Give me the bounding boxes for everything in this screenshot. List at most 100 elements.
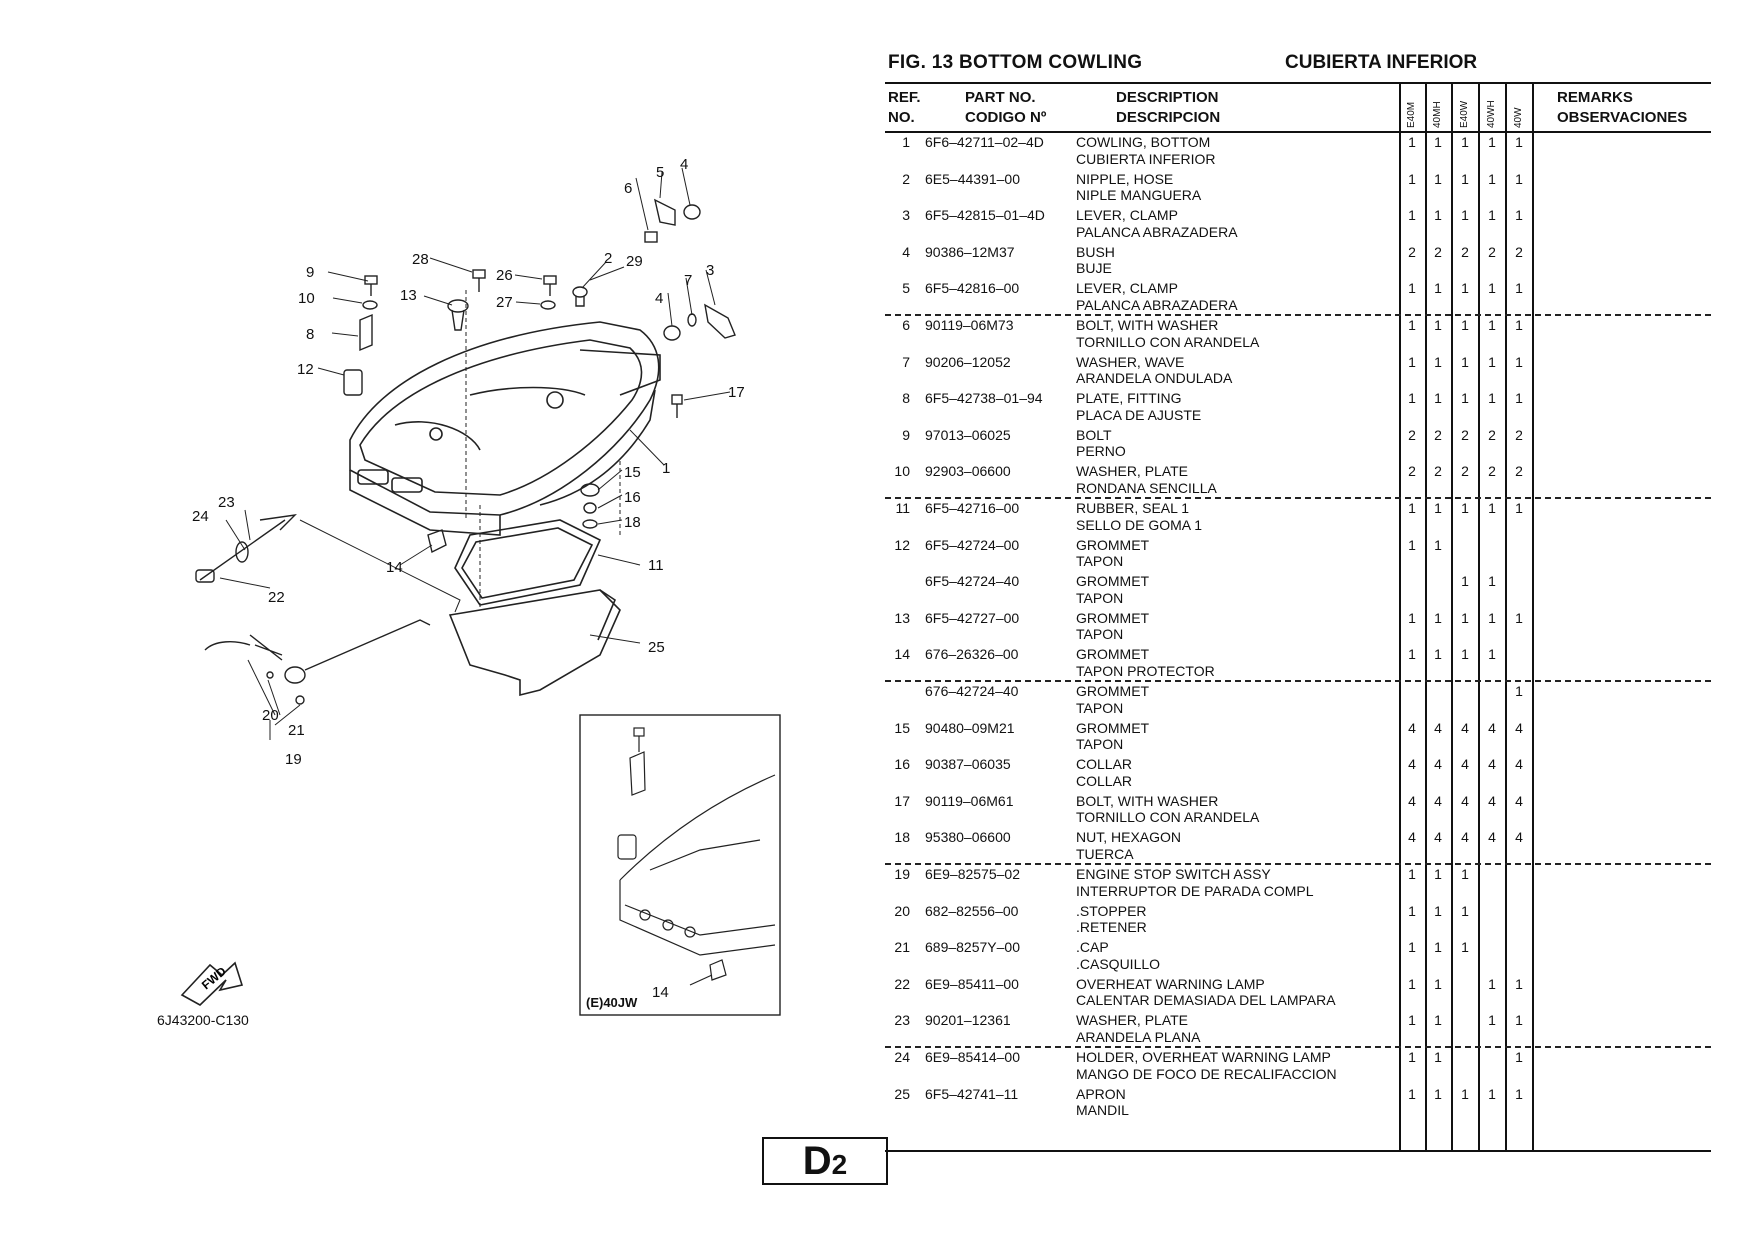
qty-e40w: 1 bbox=[1461, 866, 1469, 882]
part-no: 6F5–42815–01–4D bbox=[925, 207, 1045, 224]
qty-e40w: 1 bbox=[1461, 207, 1469, 224]
qty-40w: 2 bbox=[1515, 243, 1523, 260]
description-en: .CAP bbox=[1076, 939, 1109, 956]
part-no: 90386–12M37 bbox=[925, 243, 1015, 260]
description-es: NIPLE MANGUERA bbox=[1076, 187, 1202, 204]
qty-e40m: 1 bbox=[1408, 134, 1416, 150]
part-no: 95380–06600 bbox=[925, 829, 1011, 846]
qty-e40w: 1 bbox=[1461, 902, 1469, 919]
small-parts bbox=[195, 198, 736, 705]
qty-40wh: 1 bbox=[1488, 609, 1496, 626]
col-sep bbox=[1451, 82, 1453, 1150]
qty-40mh: 1 bbox=[1434, 902, 1442, 919]
qty-e40m: 4 bbox=[1408, 829, 1416, 846]
description-en: WASHER, PLATE bbox=[1076, 463, 1189, 480]
qty-e40m: 1 bbox=[1408, 170, 1416, 187]
description-es: TAPON PROTECTOR bbox=[1076, 662, 1215, 679]
callout-8: 8 bbox=[306, 326, 314, 343]
qty-40wh: 2 bbox=[1488, 243, 1496, 260]
description-es: SELLO DE GOMA 1 bbox=[1076, 516, 1203, 533]
qty-e40w: 4 bbox=[1461, 792, 1469, 809]
description-en: GROMMET bbox=[1076, 646, 1150, 663]
header-ref-line2: NO. bbox=[888, 109, 915, 126]
qty-40wh: 1 bbox=[1488, 1085, 1496, 1102]
page-mark: D2 bbox=[762, 1137, 888, 1185]
description-en: LEVER, CLAMP bbox=[1076, 280, 1178, 297]
part-no: 92903–06600 bbox=[925, 463, 1011, 480]
qty-40w: 1 bbox=[1515, 683, 1523, 699]
qty-e40m: 1 bbox=[1408, 939, 1416, 956]
qty-e40m: 1 bbox=[1408, 536, 1416, 553]
description-es: TORNILLO CON ARANDELA bbox=[1076, 809, 1260, 826]
qty-e40w: 1 bbox=[1461, 500, 1469, 516]
ref-no: 7 bbox=[902, 353, 910, 370]
qty-40mh: 4 bbox=[1434, 792, 1442, 809]
description-es: PALANCA ABRAZADERA bbox=[1076, 223, 1238, 240]
description-en: WASHER, WAVE bbox=[1076, 353, 1185, 370]
cowling-body bbox=[349, 321, 661, 536]
description-es: PALANCA ABRAZADERA bbox=[1076, 296, 1238, 313]
description-es: MANGO DE FOCO DE RECALIFACCION bbox=[1076, 1065, 1337, 1082]
qty-40mh: 1 bbox=[1434, 390, 1442, 407]
description-es: TAPON bbox=[1076, 553, 1124, 570]
description-es: TAPON bbox=[1076, 626, 1124, 643]
description-en: LEVER, CLAMP bbox=[1076, 207, 1178, 224]
qty-e40w: 1 bbox=[1461, 609, 1469, 626]
callout-14: 14 bbox=[386, 559, 403, 576]
qty-40w: 1 bbox=[1515, 317, 1523, 333]
part-no: 6F5–42741–11 bbox=[925, 1085, 1019, 1102]
description-es: CALENTAR DEMASIADA DEL LAMPARA bbox=[1076, 992, 1336, 1009]
qty-40w: 1 bbox=[1515, 390, 1523, 407]
qty-e40w: 1 bbox=[1461, 390, 1469, 407]
part-no: 682–82556–00 bbox=[925, 902, 1019, 919]
qty-e40m: 1 bbox=[1408, 975, 1416, 992]
description-en: GROMMET bbox=[1076, 719, 1150, 736]
part-no: 6F5–42724–40 bbox=[925, 573, 1020, 590]
callout-21: 21 bbox=[288, 722, 305, 739]
part-no: 6F5–42724–00 bbox=[925, 536, 1020, 553]
fwd-arrow-icon: FWD bbox=[180, 961, 244, 1006]
callout-6: 6 bbox=[624, 180, 632, 197]
description-en: .STOPPER bbox=[1076, 902, 1147, 919]
header-remarks-line1: REMARKS bbox=[1557, 89, 1633, 106]
qty-40mh: 1 bbox=[1434, 280, 1442, 297]
qty-40w: 2 bbox=[1515, 426, 1523, 443]
description-es: COLLAR bbox=[1076, 772, 1133, 789]
ref-no: 16 bbox=[894, 756, 910, 773]
qty-40mh: 1 bbox=[1434, 1049, 1442, 1065]
qty-e40m: 1 bbox=[1408, 646, 1416, 663]
description-en: ENGINE STOP SWITCH ASSY bbox=[1076, 866, 1271, 882]
qty-e40m: 4 bbox=[1408, 756, 1416, 773]
qty-40mh: 1 bbox=[1434, 170, 1442, 187]
qty-40mh: 1 bbox=[1434, 353, 1442, 370]
callout-18: 18 bbox=[624, 514, 641, 531]
ref-no: 20 bbox=[894, 902, 910, 919]
callout-4: 4 bbox=[680, 156, 688, 173]
qty-40w: 1 bbox=[1515, 975, 1523, 992]
description-es: ARANDELA PLANA bbox=[1076, 1028, 1201, 1045]
part-no: 97013–06025 bbox=[925, 426, 1011, 443]
header-desc-line2: DESCRIPCION bbox=[1116, 109, 1221, 126]
bottom-cowling-drawing: 9 10 8 12 13 28 26 27 2 29 6 5 4 7 3 4 1… bbox=[157, 156, 781, 1028]
description-es: TORNILLO CON ARANDELA bbox=[1076, 333, 1260, 350]
ref-no: 9 bbox=[902, 426, 910, 443]
description-es: MANDIL bbox=[1076, 1102, 1129, 1119]
qty-40wh: 1 bbox=[1488, 207, 1496, 224]
callout-10: 10 bbox=[298, 290, 315, 307]
part-no: 6F6–42711–02–4D bbox=[925, 134, 1044, 150]
col-sep bbox=[1505, 82, 1507, 1150]
qty-e40m: 4 bbox=[1408, 792, 1416, 809]
ref-no: 23 bbox=[894, 1012, 910, 1029]
ref-no: 8 bbox=[902, 390, 910, 407]
callout-27: 27 bbox=[496, 294, 513, 311]
qty-e40w: 1 bbox=[1461, 280, 1469, 297]
qty-40wh: 1 bbox=[1488, 353, 1496, 370]
qty-40w: 2 bbox=[1515, 463, 1523, 480]
header-model-1: E40M bbox=[1406, 101, 1417, 128]
qty-40wh: 4 bbox=[1488, 719, 1496, 736]
qty-40mh: 1 bbox=[1434, 536, 1442, 553]
part-no: 6E9–82575–02 bbox=[925, 866, 1020, 882]
qty-40mh: 1 bbox=[1434, 1012, 1442, 1029]
qty-e40m: 1 bbox=[1408, 317, 1416, 333]
table-bottom-rule bbox=[885, 1150, 1711, 1152]
